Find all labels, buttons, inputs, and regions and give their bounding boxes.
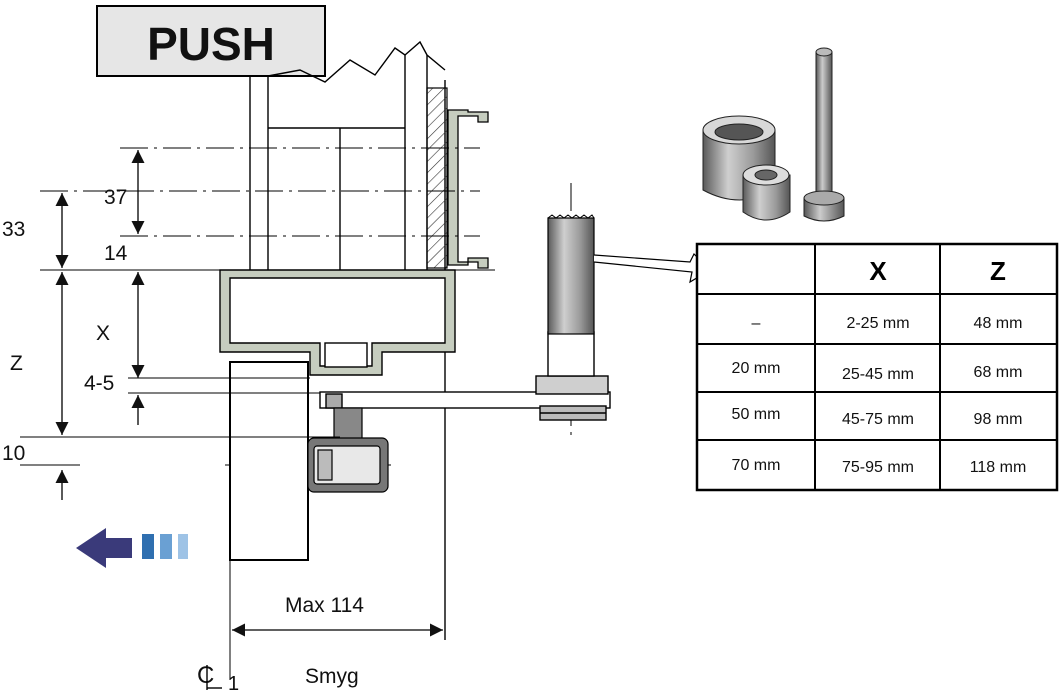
dim-45-label: 4-5	[84, 372, 114, 395]
smyg-label: Smyg	[305, 665, 359, 688]
table-cell: 50 mm	[732, 406, 781, 423]
table-cell: 75-95 mm	[842, 459, 914, 476]
table-cell: 20 mm	[732, 360, 781, 377]
knurl-top	[547, 214, 595, 219]
centerline-index: 1	[228, 673, 239, 694]
table-cell: 25-45 mm	[842, 366, 914, 383]
table-header-x: X	[869, 256, 887, 286]
table-header-z: Z	[990, 256, 1006, 286]
dim-z-label: Z	[10, 352, 23, 375]
table-cell: 2-25 mm	[846, 315, 909, 332]
dim-37-label: 37	[104, 186, 127, 209]
max-width-label: Max 114	[285, 594, 364, 617]
dim-33-label: 33	[2, 218, 25, 241]
push-direction-arrow	[76, 528, 188, 568]
dimensions	[20, 150, 443, 680]
table-cell: 68 mm	[974, 364, 1023, 381]
callout-arrow	[593, 252, 711, 284]
table-cell: 45-75 mm	[842, 411, 914, 428]
svg-text:C: C	[197, 662, 214, 689]
table-cell: 48 mm	[974, 315, 1023, 332]
spindle-sleeve	[547, 217, 595, 335]
dim-14-label: 14	[104, 242, 128, 265]
pivot-assembly	[307, 407, 389, 493]
closer-body	[219, 269, 456, 376]
closer-arm	[319, 331, 611, 421]
centerline-symbol: C 1	[197, 662, 239, 694]
door-leaf	[229, 361, 309, 561]
push-sign: PUSH	[96, 5, 326, 77]
channel-profile	[447, 109, 489, 269]
wall-hatch	[426, 87, 448, 269]
dim-x-label: X	[96, 322, 110, 345]
table-cell: 118 mm	[970, 459, 1027, 476]
parts-illustration	[702, 47, 845, 222]
size-table: X Z – 2-25 mm 48 mm 20 mm 25-45 mm 68 mm…	[695, 242, 1059, 492]
table-cell: 70 mm	[732, 457, 781, 474]
table-cell: –	[752, 315, 761, 332]
dim-10-label: 10	[2, 442, 25, 465]
push-label: PUSH	[147, 18, 275, 70]
table-cell: 98 mm	[974, 411, 1023, 428]
